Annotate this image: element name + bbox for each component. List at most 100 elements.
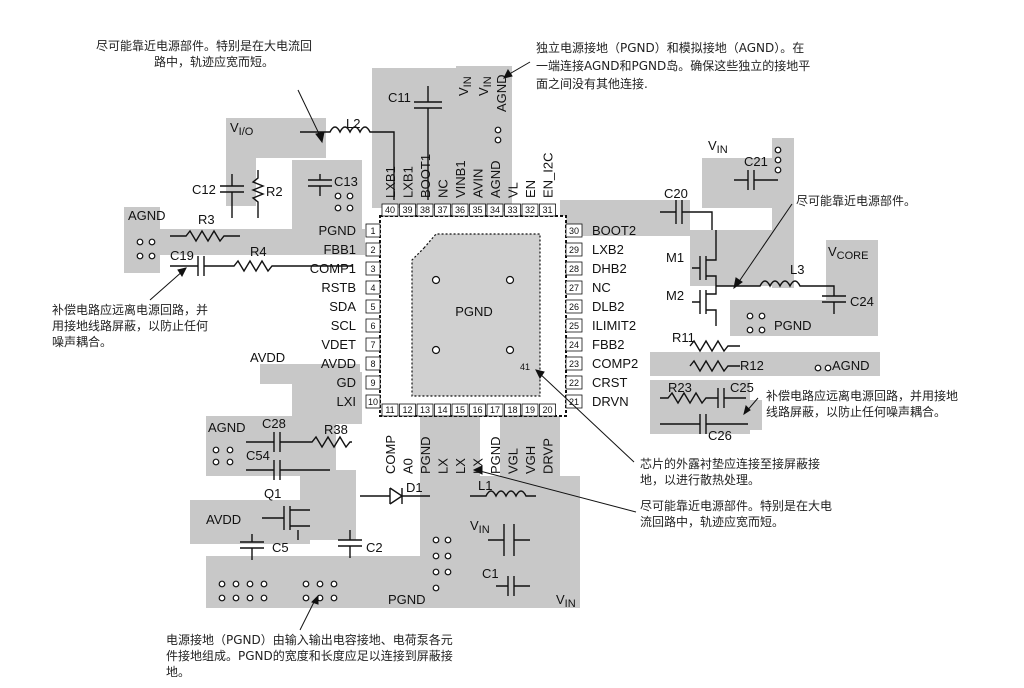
- ground-via: [774, 146, 782, 154]
- pin-box-bottom: [434, 403, 451, 417]
- label-c2: C2: [366, 540, 383, 555]
- pin-box-top: [521, 203, 539, 217]
- pin-box-bottom: [399, 403, 416, 417]
- pin-name-right: DLB2: [592, 299, 625, 314]
- pin-name-top: EN: [523, 180, 538, 198]
- pin-name-left: FBB1: [323, 242, 356, 257]
- ground-via: [232, 580, 240, 588]
- pin-name-left: AVDD: [321, 356, 356, 371]
- label-l2: L2: [346, 116, 360, 131]
- pin-name-right: NC: [592, 280, 611, 295]
- pin-number-left: 5: [370, 302, 375, 312]
- ground-via: [136, 238, 144, 246]
- label-c24: C24: [850, 294, 874, 309]
- pin-number-top: 32: [525, 205, 535, 215]
- pin-number-top: 33: [507, 205, 517, 215]
- ground-via: [246, 580, 254, 588]
- pin-box-left: [365, 318, 381, 333]
- ground-via: [226, 446, 234, 454]
- pin-name-right: DHB2: [592, 261, 627, 276]
- label-d1: D1: [406, 480, 423, 495]
- pin-number-left: 8: [370, 359, 375, 369]
- pin-name-top: AGND: [488, 160, 503, 198]
- pin-name-right: LXB2: [592, 242, 624, 257]
- pin-number-bottom: 20: [542, 405, 552, 415]
- ground-via: [346, 204, 354, 212]
- note-pad-2: 地，以进行散热处理。: [640, 472, 760, 487]
- label-l1: L1: [478, 478, 492, 493]
- label-avdd-bl: AVDD: [206, 512, 241, 527]
- label-r23: R23: [668, 380, 692, 395]
- pin-number-right: 27: [569, 283, 579, 293]
- ic-chip: PGND 41: [379, 215, 567, 417]
- pin-name-bottom: VGH: [523, 446, 538, 474]
- pin-name-bottom: LX: [453, 458, 468, 474]
- ground-via: [774, 166, 782, 174]
- pin-box-right: [565, 242, 583, 257]
- pin-name-right: BOOT2: [592, 223, 636, 238]
- note-right-comp-1: 补偿电路应远离电源回路，并用接地: [766, 388, 958, 403]
- label-agnd-left: AGND: [128, 208, 166, 223]
- pin-name-left: RSTB: [321, 280, 356, 295]
- label-m1: M1: [666, 250, 684, 265]
- ground-via: [148, 252, 156, 260]
- pin-number-bottom: 15: [455, 405, 465, 415]
- pin-number-left: 2: [370, 245, 375, 255]
- ground-via: [494, 136, 502, 144]
- ground-via: [212, 458, 220, 466]
- ground-via: [302, 594, 310, 602]
- pin-number-bottom: 11: [385, 405, 394, 415]
- pin-name-left: LXI: [336, 394, 356, 409]
- pin-number-left: 3: [370, 264, 375, 274]
- pin-name-right: ILIMIT2: [592, 318, 636, 333]
- pin-number-right: 28: [569, 264, 579, 274]
- pin-number-top: 39: [402, 205, 412, 215]
- ground-via: [824, 364, 832, 372]
- pin-box-left: [365, 394, 381, 409]
- ground-via: [444, 568, 452, 576]
- pin-name-right: COMP2: [592, 356, 638, 371]
- pin-name-left: VDET: [321, 337, 356, 352]
- pin-box-left: [365, 375, 381, 390]
- note-right-comp-2: 线路屏蔽，以防止任何噪声耦合。: [766, 404, 946, 419]
- pin-box-right: [565, 261, 583, 276]
- label-vcore: VCORE: [828, 244, 868, 262]
- ground-via: [260, 580, 268, 588]
- pin-number-top: 37: [437, 205, 447, 215]
- pin-box-top: [539, 203, 556, 217]
- label-vin-top-2: VIN: [476, 76, 494, 96]
- pin-number-bottom: 19: [525, 405, 535, 415]
- pin-box-left: [365, 242, 381, 257]
- pad-number: 41: [520, 362, 530, 372]
- ground-via: [330, 580, 338, 588]
- pin-number-left: 1: [370, 226, 375, 236]
- label-agnd-bl: AGND: [208, 420, 246, 435]
- ground-via: [494, 126, 502, 134]
- ground-via: [774, 156, 782, 164]
- note-bottom-right-2: 流回路中，轨迹应宽而短。: [640, 514, 784, 529]
- ground-via: [212, 446, 220, 454]
- label-q1: Q1: [264, 486, 281, 501]
- label-pgnd-right: PGND: [774, 318, 812, 333]
- pin-name-right: CRST: [592, 375, 627, 390]
- vias: [136, 126, 832, 602]
- pin-box-bottom: [486, 403, 504, 417]
- label-c5: C5: [272, 540, 289, 555]
- pin-number-right: 30: [569, 226, 579, 236]
- pin-number-bottom: 16: [472, 405, 482, 415]
- pin-number-bottom: 13: [420, 405, 430, 415]
- pin-box-right: [565, 223, 583, 238]
- label-vin-right: VIN: [708, 138, 728, 156]
- pin-box-bottom: [451, 403, 469, 417]
- pin-number-top: 40: [385, 205, 395, 215]
- pin-name-left: GD: [337, 375, 357, 390]
- pin-box-top: [486, 203, 504, 217]
- ground-via: [758, 312, 766, 320]
- copper-areas: [124, 66, 880, 608]
- pin-name-bottom: COMP: [383, 435, 398, 474]
- note-arrows: [149, 61, 793, 631]
- label-r2: R2: [266, 184, 283, 199]
- pin-name-bottom: A0: [401, 458, 416, 474]
- pin-name-left: PGND: [318, 223, 356, 238]
- ground-via: [136, 252, 144, 260]
